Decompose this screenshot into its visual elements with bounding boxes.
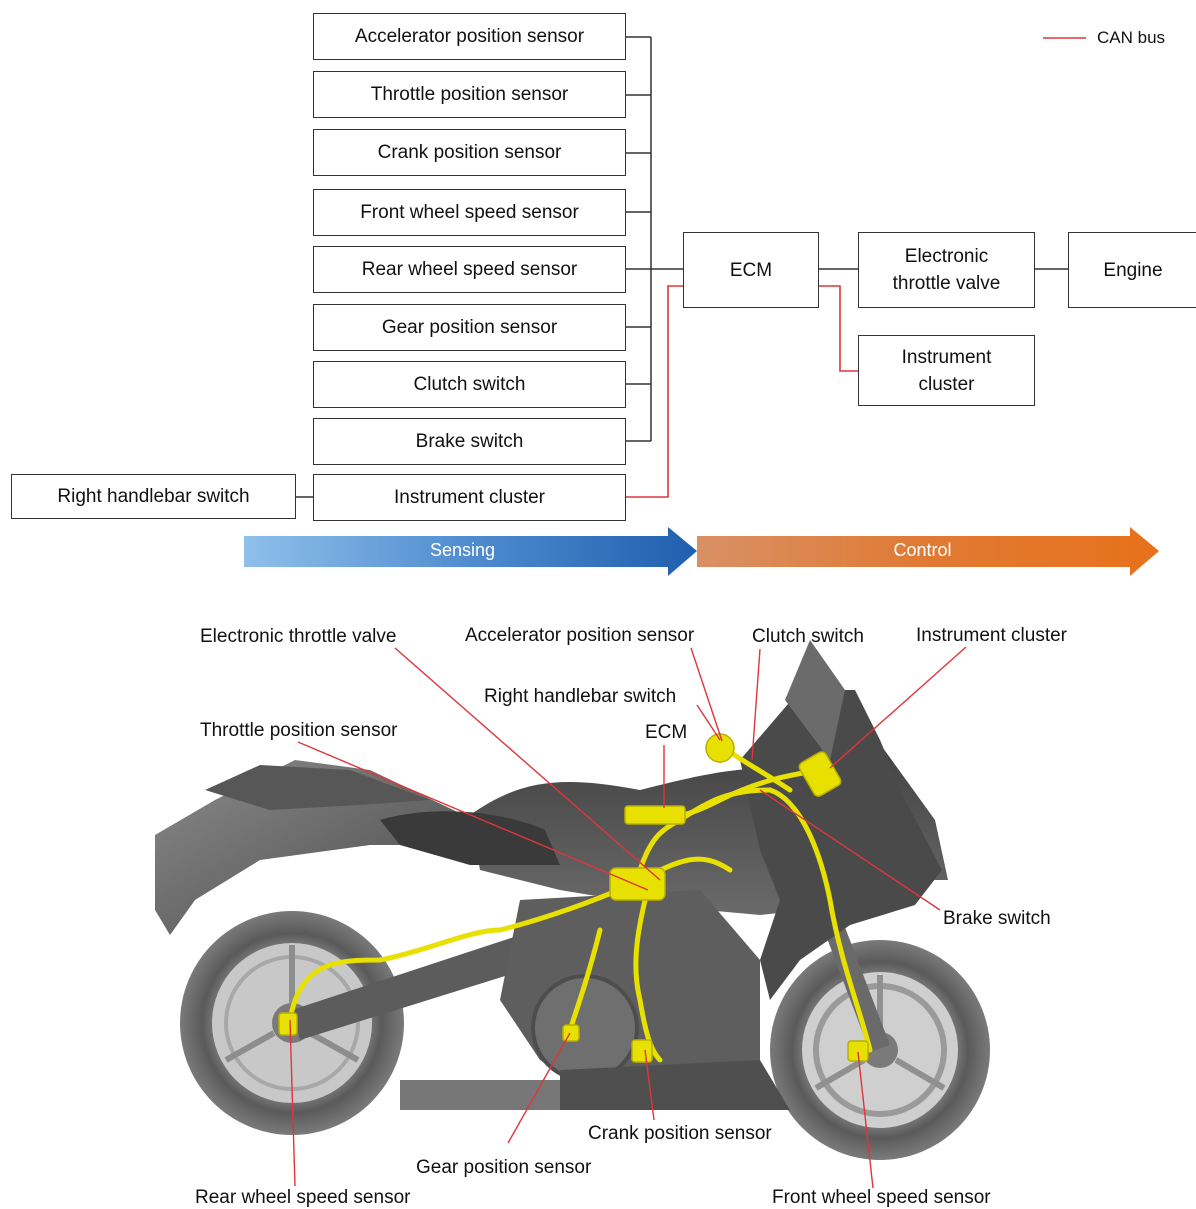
front-fairing [740,690,942,1000]
callout-instrument-cluster: Instrument cluster [916,625,1067,646]
ecm-highlight [624,805,686,825]
accelerator-position-sensor-box: Accelerator position sensor [313,13,626,60]
ecm-box: ECM [683,232,819,308]
engine-box: Engine [1068,232,1196,308]
gear-sensor-highlight [562,1024,580,1042]
sensing-arrow [244,527,697,576]
box-label: Front wheel speed sensor [360,202,579,223]
box-label: Gear position sensor [381,317,558,338]
box-label: Electronic throttle valve [892,246,1001,294]
lower-cowl [560,1060,790,1110]
rear-wheel-speed-sensor-box: Rear wheel speed sensor [313,246,626,293]
box-label: Brake switch [415,431,524,452]
front-wheel [770,940,990,1160]
callout-brake-switch: Brake switch [943,908,1051,929]
callout-leaders [289,646,967,1189]
callout-gear-position-sensor: Gear position sensor [416,1157,592,1178]
box-label: Throttle position sensor [370,84,569,105]
windscreen [785,640,845,760]
swingarm [292,935,540,1040]
box-label: Instrument cluster [394,487,545,508]
instrument-cluster-highlight [798,751,842,797]
box-label: Accelerator position sensor [354,26,585,47]
exhaust [400,1080,560,1110]
callout-ecm: ECM [645,722,688,743]
front-wheel-speed-sensor-box: Front wheel speed sensor [313,189,626,236]
box-label: ECM [729,259,773,281]
box-label: Right handlebar switch [57,486,250,507]
wiring-harness [287,742,873,1063]
box-label: Rear wheel speed sensor [361,259,578,280]
callout-accelerator-position-sensor: Accelerator position sensor [465,625,695,646]
crank-position-sensor-box: Crank position sensor [313,129,626,176]
seat [380,811,560,865]
brake-switch-box: Brake switch [313,418,626,465]
clutch-switch-box: Clutch switch [313,361,626,408]
accelerator-sensor-highlight [705,733,735,763]
highlighted-components [278,733,869,1063]
control-label: Control [893,540,952,560]
electronic-throttle-valve-box: Electronic throttle valve [858,232,1035,308]
throttle-body-highlight [609,867,666,901]
phase-arrows [244,527,1159,576]
instrument-cluster-input-box: Instrument cluster [313,474,626,521]
rear-cowl [205,765,430,810]
control-arrow [697,527,1159,576]
rear-speed-sensor-highlight [278,1012,298,1036]
rear-tail-section [155,760,470,935]
callout-throttle-position-sensor: Throttle position sensor [200,720,398,741]
callout-front-wheel-speed-sensor: Front wheel speed sensor [772,1187,991,1208]
callout-right-handlebar-switch: Right handlebar switch [484,686,677,707]
front-speed-sensor-highlight [847,1040,869,1062]
callout-clutch-switch: Clutch switch [752,626,864,647]
legend-can-bus-label: CAN bus [1097,28,1166,47]
instrument-cluster-output-box: Instrument cluster [858,335,1035,406]
callout-rear-wheel-speed-sensor: Rear wheel speed sensor [195,1187,411,1208]
right-handlebar-switch-box: Right handlebar switch [11,474,296,519]
callout-electronic-throttle-valve: Electronic throttle valve [200,626,397,647]
box-label: Crank position sensor [377,142,562,163]
crank-sensor-highlight [631,1039,653,1063]
box-label: Engine [1103,259,1163,281]
box-label: Clutch switch [413,374,526,395]
callout-crank-position-sensor: Crank position sensor [588,1123,772,1144]
throttle-position-sensor-box: Throttle position sensor [313,71,626,118]
gear-position-sensor-box: Gear position sensor [313,304,626,351]
sensing-label: Sensing [429,540,496,560]
box-label: Instrument cluster [901,346,992,395]
